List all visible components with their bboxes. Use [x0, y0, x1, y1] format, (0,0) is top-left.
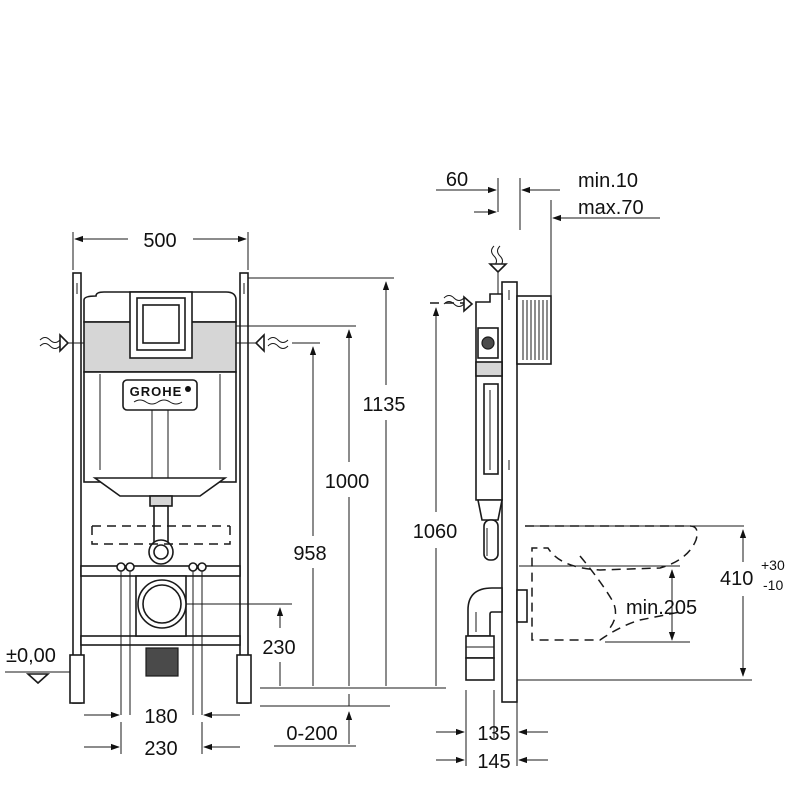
water-inlet-top	[488, 245, 508, 294]
dim-bowl-height-410: 410	[720, 568, 753, 590]
dim-tolerance-minus: -10	[763, 577, 783, 593]
dim-height-1000: 1000	[325, 471, 370, 493]
wc-bowl-outline	[525, 525, 744, 643]
left-frame-post	[72, 272, 82, 704]
waste-elbow	[465, 565, 568, 681]
actuator-plate	[129, 291, 193, 359]
dim-width-230: 230	[144, 738, 177, 760]
left-foot	[69, 654, 85, 704]
bowl-outline	[91, 525, 231, 545]
dim-height-1135: 1135	[362, 394, 405, 416]
dim-depth-min: min.10	[578, 170, 638, 192]
brand-plate	[122, 379, 198, 411]
floor-level-label: ±0,00	[6, 645, 56, 667]
dim-height-958: 958	[293, 543, 326, 565]
brand-logo: GROHE	[130, 384, 183, 399]
floor-level-symbol	[25, 673, 51, 685]
dim-range-0-200: 0-200	[286, 723, 337, 745]
fixing-bolts	[116, 562, 207, 715]
side-frame-post	[501, 281, 518, 703]
lower-crossbar	[80, 635, 241, 646]
dim-depth-max: max.70	[578, 197, 644, 219]
dim-width-180: 180	[144, 706, 177, 728]
dim-depth-135: 135	[477, 723, 510, 745]
flush-pipe	[148, 495, 174, 565]
water-inlet-side	[430, 295, 474, 313]
front-view: GROHE	[39, 272, 292, 715]
side-view	[430, 245, 752, 703]
front-dimensions: 500 1135 1000 958 230 ±0,00 180	[5, 230, 446, 760]
cistern-side	[475, 293, 503, 561]
side-dimensions: 60 min.10 max.70 1060 410 +30 -10 min.20…	[413, 169, 785, 773]
right-frame-post	[239, 272, 249, 704]
dim-height-230: 230	[262, 637, 295, 659]
dim-tolerance-plus: +30	[761, 557, 785, 573]
dim-depth-145: 145	[477, 751, 510, 773]
dim-offset-60: 60	[446, 169, 468, 191]
right-foot	[236, 654, 252, 704]
dim-min-205: min.205	[626, 597, 697, 619]
waste-outlet	[135, 575, 292, 677]
water-inlet-left	[39, 333, 84, 353]
wall-bracket	[516, 295, 552, 365]
dim-width-500: 500	[143, 230, 176, 252]
cistern: GROHE	[83, 291, 237, 497]
upper-crossbar	[80, 565, 241, 577]
water-inlet-right	[236, 333, 289, 353]
dim-height-1060: 1060	[413, 521, 458, 543]
